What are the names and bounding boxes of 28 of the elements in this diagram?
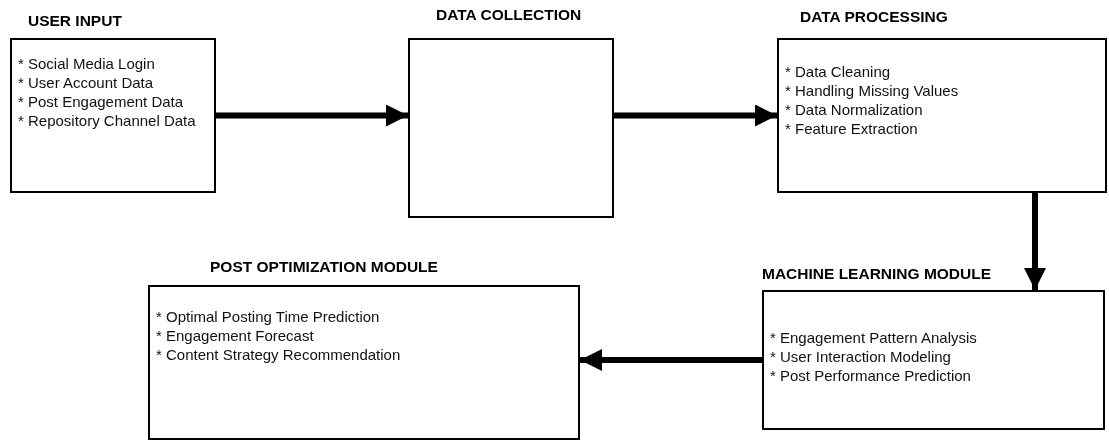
section-heading: DATA PROCESSING: [800, 8, 948, 26]
process-box: [762, 290, 1105, 430]
section-heading: MACHINE LEARNING MODULE: [762, 265, 992, 283]
arrow: [580, 349, 762, 371]
section-heading: USER INPUT: [28, 12, 122, 30]
list-item: * Handling Missing Values: [785, 81, 959, 100]
section-heading: POST OPTIMIZATION MODULE: [210, 258, 438, 276]
section-heading: DATA COLLECTION: [436, 6, 582, 24]
list-item: * User Interaction Modeling: [770, 347, 952, 366]
list-item: * Social Media Login: [18, 54, 156, 73]
list-item: * Feature Extraction: [785, 119, 919, 138]
list-item: * Post Engagement Data: [18, 92, 185, 111]
list-item: * Data Cleaning: [785, 62, 892, 81]
list-item: * Content Strategy Recommendation: [156, 345, 401, 364]
arrow: [1024, 193, 1046, 290]
arrow: [216, 104, 408, 127]
list-item: * User Account Data: [18, 73, 155, 92]
list-item: * Post Performance Prediction: [770, 366, 972, 385]
list-item: * Data Normalization: [785, 100, 924, 119]
process-box: [408, 38, 614, 218]
list-item: * Engagement Forecast: [156, 326, 315, 345]
process-box: [148, 285, 580, 440]
list-item: * Optimal Posting Time Prediction: [156, 307, 381, 326]
list-item: * Repository Channel Data: [18, 111, 196, 130]
list-item: * Engagement Pattern Analysis: [770, 328, 977, 347]
process-box: [10, 38, 216, 193]
process-box: [777, 38, 1107, 193]
arrow: [614, 104, 777, 127]
